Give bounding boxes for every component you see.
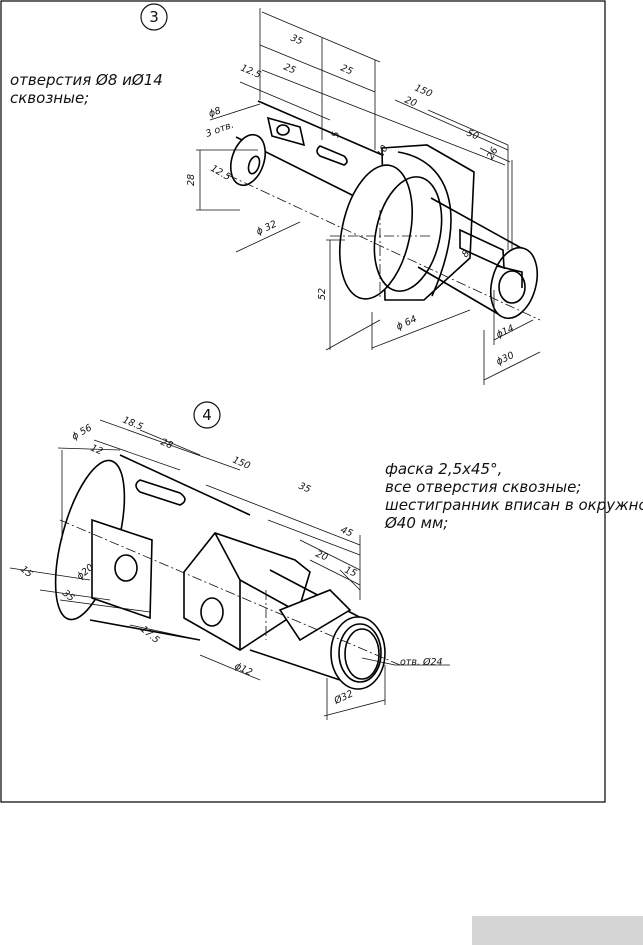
dim-4-phi56: ϕ 56 <box>70 422 94 442</box>
dim-3-phi64: ϕ 64 <box>395 314 419 333</box>
dim-4-45: 45 <box>339 525 354 540</box>
dim-3-26: 26 <box>485 146 501 162</box>
dim-3-5: 5 <box>330 131 342 139</box>
dim-4-18-5: 18.5 <box>121 415 145 433</box>
drawing-4-note-line-3: шестигранник вписан в окружность <box>385 496 643 514</box>
dim-4-15-right: 15 <box>343 565 358 580</box>
dim-3-10: 10 <box>375 144 391 160</box>
drawing-4-hexagon <box>183 532 311 651</box>
dim-3-25b: 25 <box>339 63 354 78</box>
dim-3-phi8: ϕ8 <box>207 105 222 120</box>
dim-3-150: 150 <box>413 83 434 100</box>
dim-3-25a: 25 <box>282 62 297 77</box>
dim-3-12-5a: 12.5 <box>239 63 263 81</box>
drawing-4-note-line-1: фаска 2,5х45°, <box>385 460 502 478</box>
dim-4-otv24: отв. Ø24 <box>400 657 443 668</box>
drawing-3-disc <box>339 144 475 301</box>
dim-3-3otv: 3 отв. <box>204 120 235 140</box>
drawing-3-number: 3 <box>149 8 159 26</box>
dim-4-17-5: 17.5 <box>138 624 161 646</box>
gray-bar <box>472 916 643 945</box>
dim-4-150: 150 <box>231 455 252 472</box>
dim-3-12-5b: 12.5 <box>209 163 233 183</box>
drawing-3-dimensions <box>196 8 541 385</box>
dim-3-8: 8 <box>460 248 472 260</box>
drawing-4-note-line-2: все отверстия сквозные; <box>385 478 581 496</box>
drawing-4-number: 4 <box>202 406 212 424</box>
drawing-4-right-shaft <box>249 569 386 690</box>
dim-4-20: 20 <box>314 549 329 564</box>
dim-3-35: 35 <box>289 33 304 48</box>
dim-4-15-left: 15 <box>18 564 34 580</box>
drawing-3-note-line-1: отверстия Ø8 иØ14 <box>10 71 163 89</box>
drawing-3-axis <box>227 174 541 321</box>
dim-4-phi32: Ø32 <box>332 688 355 707</box>
dim-3-phi14: ϕ14 <box>495 323 516 341</box>
dim-4-12: 12 <box>89 443 104 458</box>
dim-3-50: 50 <box>465 128 480 143</box>
drawing-4-number-circle <box>193 401 221 429</box>
dim-4-28: 28 <box>159 437 174 452</box>
drawing-3-number-circle <box>140 3 168 31</box>
dim-3-28: 28 <box>186 174 197 186</box>
dim-3-52: 52 <box>317 288 328 300</box>
drawing-4-note-line-4: Ø40 мм; <box>384 514 448 532</box>
drawing-4-dimensions <box>9 419 450 720</box>
drawing-3-note-line-2: сквозные; <box>10 89 89 107</box>
dim-3-phi32: ϕ 32 <box>255 219 279 238</box>
dim-4-35: 35 <box>297 481 312 496</box>
dim-3-20: 20 <box>403 95 418 110</box>
drawing-4-axis <box>59 519 401 666</box>
sheet-frame <box>0 0 606 803</box>
drawing-3: 3 отверстия Ø8 иØ14 сквозные; <box>10 3 541 385</box>
drawing-3-left-shaft <box>229 100 388 198</box>
drawing-4-cylinder <box>54 454 251 641</box>
drawing-4: 4 фаска 2,5х45°, все отверстия сквозные;… <box>9 401 643 720</box>
dim-3-phi30: ϕ30 <box>495 350 516 368</box>
